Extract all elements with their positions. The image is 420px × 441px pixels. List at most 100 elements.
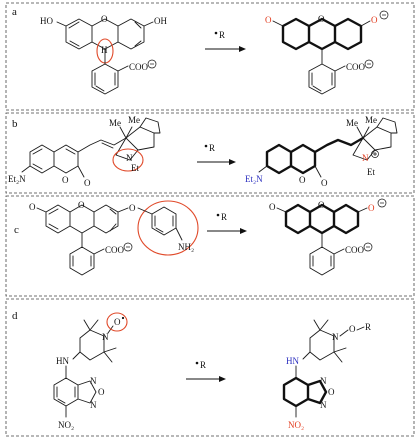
panel-d-arrow: R — [186, 360, 226, 382]
diethylamino-label: Et₂N — [245, 174, 263, 184]
indolium-ring — [352, 137, 376, 161]
panel-c-product: O O O COO — [269, 198, 387, 276]
ring-oxygen-label: O — [62, 175, 69, 185]
arrow-head-icon — [229, 159, 236, 165]
panel-a-border — [5, 2, 415, 111]
carbonyl-oxygen-label: O — [265, 15, 272, 25]
oxadiazole-oxygen-label: O — [98, 387, 105, 397]
ring-oxygen-label: O — [78, 200, 85, 210]
methyl-label: Me — [346, 118, 358, 128]
panel-a-reactant: HO OH O H COO — [40, 14, 167, 95]
panel-c-border — [5, 195, 415, 297]
n-highlight-circle — [112, 148, 144, 172]
panel-d-border — [5, 298, 415, 437]
amine-label: HN — [286, 356, 299, 366]
methyl-label: Me — [128, 115, 140, 125]
oxadiazole-nitrogen-label: N — [320, 376, 327, 386]
panel-b-label: b — [12, 118, 18, 130]
indoline-nitrogen-label: N — [126, 153, 133, 163]
ring — [53, 144, 79, 174]
panel-b-border — [5, 112, 415, 194]
reagent-label: R — [221, 212, 227, 222]
panel-a-arrow: R — [205, 30, 246, 52]
nitroxide-nitrogen-label: N — [102, 332, 109, 342]
panel-c: c O O O NH₂ COO — [5, 195, 415, 297]
oxadiazole-nitrogen-label: N — [320, 400, 327, 410]
ring-oxygen-label: O — [318, 200, 325, 210]
panel-a-product: O O O COO — [265, 10, 389, 95]
panel-d-reactant: N O HN N O N NO₂ — [53, 312, 128, 430]
coo-label: COO — [129, 62, 149, 72]
ring-oxygen-label: O — [101, 14, 108, 24]
radical-dot-icon — [204, 144, 208, 148]
ethyl-label: Et — [367, 167, 375, 177]
nitro-label: NO₂ — [58, 420, 74, 430]
minus-charge-icon — [377, 198, 387, 208]
ring — [265, 143, 293, 175]
reagent-label: R — [200, 360, 206, 370]
ring — [333, 17, 363, 51]
reagent-label: R — [219, 30, 225, 40]
carbonyl-oxygen-label: O — [321, 178, 328, 188]
carbonyl-oxygen-label: O — [269, 202, 276, 212]
h-label: H — [101, 45, 108, 55]
minus-charge-icon — [147, 59, 157, 69]
panel-d-label: d — [12, 310, 18, 322]
arrow-head-icon — [219, 376, 226, 382]
vinyl-chain — [77, 137, 127, 153]
amine-label: HN — [56, 356, 69, 366]
reagent-label: R — [209, 143, 215, 153]
radical-dot-icon — [195, 361, 199, 365]
panel-b-product: Et₂N O O Me Me N Et — [245, 115, 398, 188]
oh-label: OH — [154, 16, 167, 26]
ring — [91, 18, 119, 50]
radical-dot-icon — [216, 213, 220, 217]
panel-a: a HO OH O H COO R — [5, 2, 415, 111]
aminophenyl-ring — [151, 206, 177, 236]
benzoxadiazole-ring — [282, 376, 310, 408]
ring-oxygen-label: O — [299, 175, 306, 185]
plus-charge-icon — [371, 150, 379, 158]
panel-d-product: N O R HN N O N NO₂ — [282, 319, 371, 430]
panel-c-arrow: R — [207, 212, 247, 234]
ring — [281, 17, 311, 51]
panel-b-arrow: R — [197, 143, 236, 165]
oxadiazole-oxygen-label: O — [328, 387, 335, 397]
ring — [289, 143, 317, 175]
benzoxadiazole-ring — [53, 377, 79, 407]
ring — [65, 18, 93, 50]
coo-label: COO — [346, 62, 366, 72]
double-bonds — [68, 21, 142, 47]
alkoxyamine-oxygen-label: O — [349, 324, 356, 334]
bond — [117, 65, 129, 72]
methyl-label: Me — [365, 115, 377, 125]
panel-d: d N O HN N O N NO₂ — [5, 298, 415, 437]
benzoate-ring — [308, 63, 336, 95]
radical-dot-icon — [121, 316, 125, 320]
ho-label: HO — [40, 16, 53, 26]
vinyl-chain — [313, 136, 365, 154]
minus-charge-icon — [364, 59, 374, 69]
oxadiazole-nitrogen-label: N — [90, 376, 97, 386]
panel-b-reactant: Et₂N O O Me Me N Et — [8, 115, 161, 188]
indolium-nitrogen-label: N — [362, 153, 369, 163]
minus-charge-icon — [379, 10, 389, 20]
piperidine-ring — [309, 329, 335, 361]
coo-label: COO — [105, 245, 125, 255]
ether-oxygen-label: O — [129, 203, 136, 213]
alkoxyamine-nitrogen-label: N — [332, 332, 339, 342]
r-group-label: R — [365, 322, 371, 332]
bond — [143, 21, 154, 27]
arrow-head-icon — [240, 228, 247, 234]
ethyl-label: Et — [131, 163, 139, 173]
benzoate-ring — [91, 63, 119, 95]
phenolate-oxygen-label: O — [371, 15, 378, 25]
piperidine-ring — [79, 329, 105, 361]
oxadiazole-nitrogen-label: N — [90, 400, 97, 410]
diethylamino-label: Et₂N — [8, 174, 26, 184]
amine-label: NH₂ — [178, 242, 194, 252]
ring — [307, 17, 337, 51]
carbonyl-oxygen-label: O — [29, 202, 36, 212]
minus-charge-icon — [363, 242, 373, 252]
